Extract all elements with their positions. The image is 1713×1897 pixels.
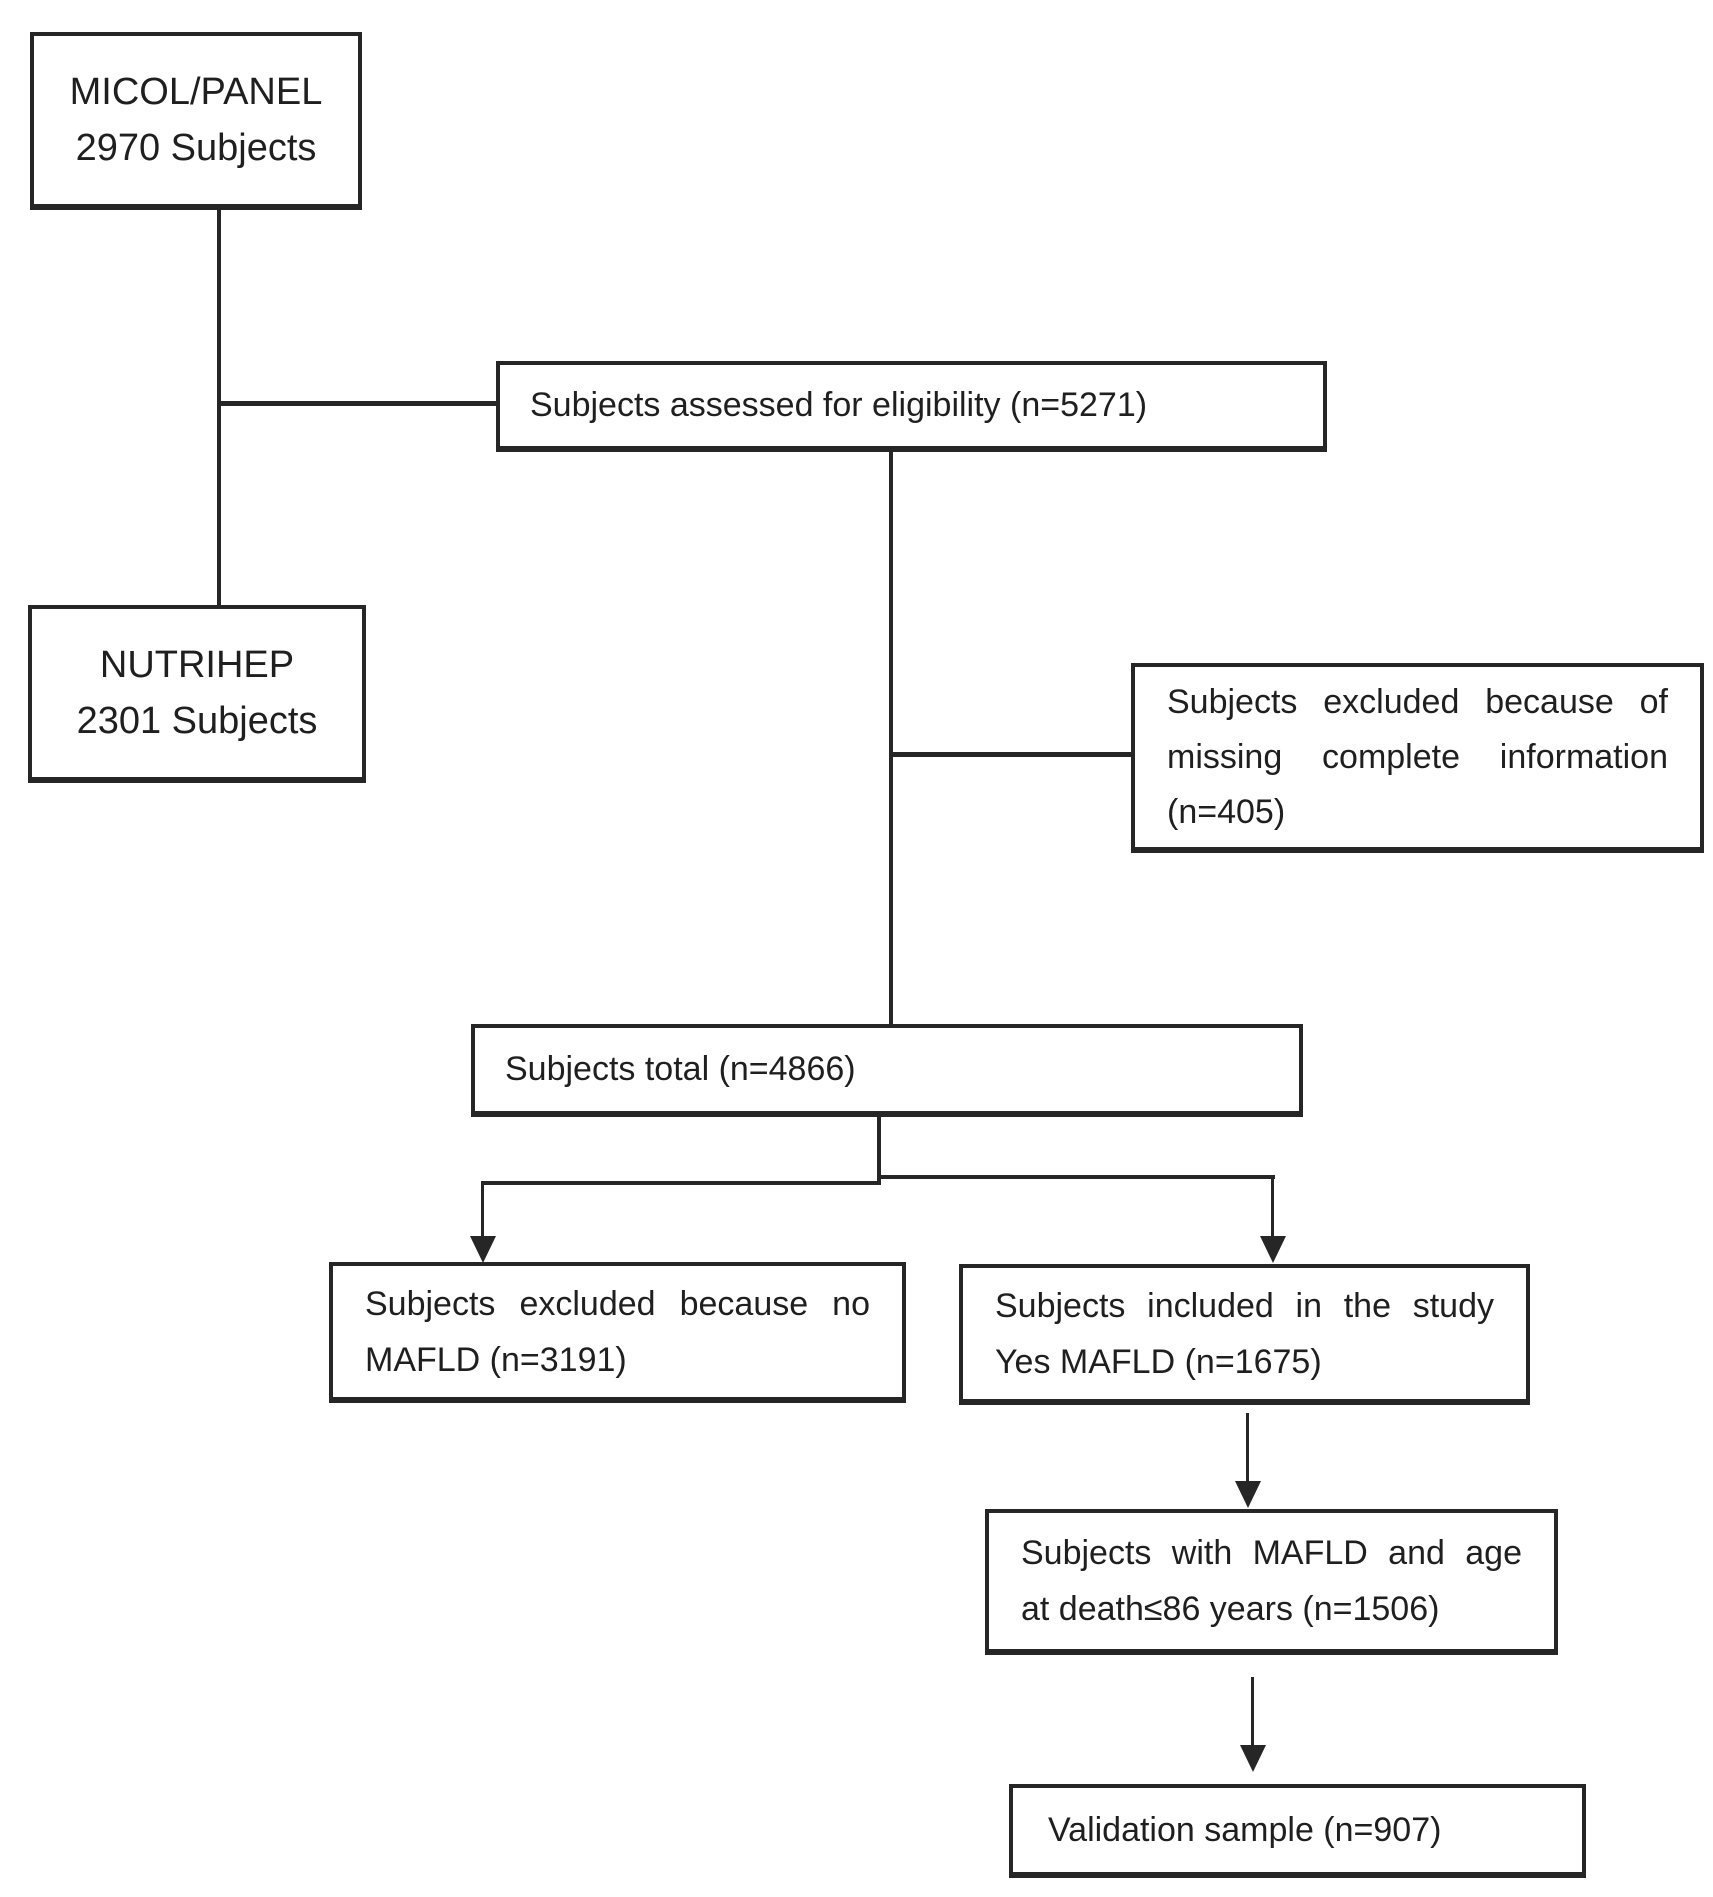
connector-eligibility-to-total	[889, 452, 893, 1024]
box-included-study: Subjects included in the study Yes MAFLD…	[959, 1264, 1530, 1405]
connector-to-excluded-missing	[889, 752, 1131, 757]
box-text-line: Validation sample (n=907)	[1048, 1810, 1442, 1849]
box-mafld-age-death: Subjects with MAFLD and age at death≤86 …	[985, 1509, 1558, 1655]
box-micol-panel: MICOL/PANEL 2970 Subjects	[30, 32, 362, 210]
box-text-line: Subjects excluded because no	[365, 1284, 870, 1323]
box-text-line: NUTRIHEP	[99, 644, 295, 686]
connector-branch-left	[483, 1181, 881, 1185]
box-subjects-total: Subjects total (n=4866)	[471, 1024, 1303, 1117]
box-excluded-missing-info: Subjects excluded because of missing com…	[1131, 663, 1704, 853]
arrow-to-included-study	[1271, 1175, 1274, 1238]
box-text-line: 2301 Subjects	[76, 700, 318, 742]
box-validation-sample: Validation sample (n=907)	[1009, 1784, 1586, 1878]
box-text-line: 2970 Subjects	[75, 127, 317, 169]
connector-micol-to-nutrihep	[217, 210, 221, 605]
box-text-line: Subjects included in the study	[995, 1286, 1494, 1325]
box-text-line: (n=405)	[1167, 792, 1286, 831]
arrowhead-to-included-study	[1260, 1236, 1286, 1263]
connector-micol-to-eligibility	[217, 401, 496, 406]
arrow-to-mafld-age-death	[1246, 1413, 1249, 1483]
box-text-line: MICOL/PANEL	[69, 71, 323, 113]
box-text-line: missing complete information	[1167, 737, 1668, 776]
box-text-line: Yes MAFLD (n=1675)	[995, 1342, 1322, 1381]
box-text-line: at death≤86 years (n=1506)	[1021, 1590, 1440, 1628]
box-eligibility: Subjects assessed for eligibility (n=527…	[496, 361, 1327, 452]
connector-branch-right	[877, 1175, 1275, 1179]
box-text-line: MAFLD (n=3191)	[365, 1340, 627, 1379]
arrowhead-to-mafld-age-death	[1235, 1481, 1261, 1508]
box-text-line: Subjects total (n=4866)	[505, 1050, 856, 1088]
arrowhead-to-validation-sample	[1240, 1745, 1266, 1772]
box-text-line: Subjects with MAFLD and age	[1021, 1534, 1522, 1572]
arrow-to-validation-sample	[1251, 1677, 1254, 1747]
box-text-line: Subjects assessed for eligibility (n=527…	[530, 386, 1148, 424]
connector-total-branch-stub	[877, 1117, 881, 1181]
arrow-to-excluded-no-mafld	[481, 1181, 484, 1238]
box-text-line: Subjects excluded because of	[1167, 682, 1668, 721]
box-excluded-no-mafld: Subjects excluded because no MAFLD (n=31…	[329, 1262, 906, 1403]
arrowhead-to-excluded-no-mafld	[470, 1236, 496, 1263]
box-nutrihep: NUTRIHEP 2301 Subjects	[28, 605, 366, 783]
